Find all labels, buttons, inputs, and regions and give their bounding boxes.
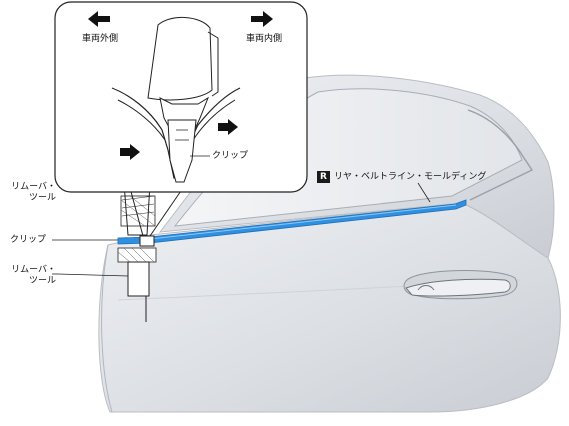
remover-tool-bottom-label: リムーバ・ ツール (11, 265, 56, 286)
handle-keyhole (417, 285, 435, 291)
rear-belt-line-molding (117, 199, 467, 245)
arrow-left-icon (88, 11, 110, 27)
part-name-label: リヤ・ベルトライン・モールディング (334, 172, 487, 182)
inset-glass-edge (207, 31, 219, 97)
arrow-right-icon (251, 11, 273, 27)
inset-clip (167, 119, 197, 183)
handle-grip (405, 278, 511, 297)
remover-tool-top-label: リムーバ・ ツール (11, 182, 56, 203)
inset-detail (54, 1, 308, 193)
inset-leader-lines (129, 184, 186, 237)
door-handle (403, 270, 518, 300)
push-arrow-icon (218, 119, 238, 135)
window-trim (467, 109, 534, 201)
clip-at-molding (139, 235, 155, 247)
door-edge-line (101, 244, 113, 413)
molding-highlight (149, 204, 457, 240)
inset-glass (147, 17, 213, 101)
clip-label: クリップ (10, 235, 47, 245)
label-leaders (52, 182, 431, 277)
push-arrow-icon (120, 144, 140, 160)
clip-inset-label: クリップ (212, 151, 249, 161)
inner-side-label: 車両内側 (245, 34, 282, 44)
door-panel (98, 202, 561, 413)
outer-side-label: 車両外側 (81, 34, 118, 44)
part-code-badge: R (317, 171, 330, 183)
remover-tool-lower (117, 247, 157, 322)
